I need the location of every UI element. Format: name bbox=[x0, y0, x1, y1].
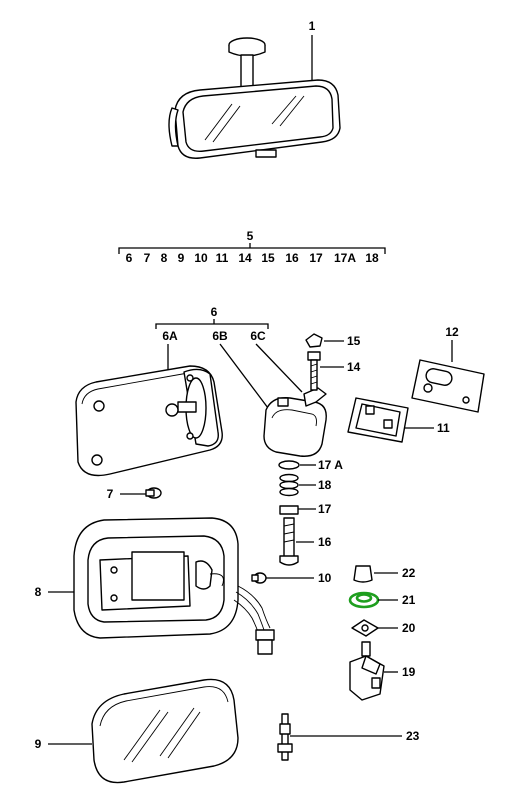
spring bbox=[279, 473, 299, 497]
screw-7 bbox=[145, 487, 162, 499]
callout-7: 7 bbox=[107, 487, 114, 501]
knob-cap bbox=[353, 565, 373, 583]
mirror-glass bbox=[91, 678, 239, 784]
callout-19: 19 bbox=[402, 665, 416, 679]
switch-bezel bbox=[347, 397, 409, 443]
callout-6c: 6C bbox=[250, 329, 266, 343]
group5-item: 9 bbox=[178, 251, 185, 265]
callout-16: 16 bbox=[318, 535, 332, 549]
mirror-housing-motor bbox=[73, 517, 239, 639]
group5-item: 10 bbox=[194, 251, 208, 265]
group5-item: 8 bbox=[161, 251, 168, 265]
nut-17 bbox=[279, 505, 299, 515]
callout-14: 14 bbox=[347, 360, 361, 374]
callout-23: 23 bbox=[406, 729, 420, 743]
retaining-ring bbox=[348, 591, 380, 609]
group5-item: 6 bbox=[126, 251, 133, 265]
callout-10: 10 bbox=[318, 571, 332, 585]
mirror-base bbox=[263, 397, 327, 457]
group5-item: 15 bbox=[261, 251, 275, 265]
callout-21: 21 bbox=[402, 593, 416, 607]
callout-5: 5 bbox=[247, 229, 254, 243]
group5-item: 14 bbox=[238, 251, 252, 265]
screw bbox=[279, 517, 299, 566]
callout-22: 22 bbox=[402, 566, 416, 580]
callout-20: 20 bbox=[402, 621, 416, 635]
callout-17: 17 bbox=[318, 502, 332, 516]
group5-item-list: 6 7 8 9 10 11 14 15 16 17 17A 18 bbox=[126, 251, 379, 265]
exterior-mirror-housing bbox=[75, 365, 223, 477]
group5-item: 7 bbox=[144, 251, 151, 265]
callout-6a: 6A bbox=[162, 329, 178, 343]
group5-item: 17 bbox=[309, 251, 323, 265]
callout-17a: 17 A bbox=[318, 458, 343, 472]
group5-item: 11 bbox=[216, 251, 229, 265]
callout-15: 15 bbox=[347, 334, 361, 348]
wiring-harness bbox=[233, 585, 275, 655]
callout-8: 8 bbox=[35, 585, 42, 599]
washer bbox=[278, 460, 300, 470]
callout-1: 1 bbox=[309, 19, 316, 33]
callout-6b: 6B bbox=[212, 329, 228, 343]
callout-6: 6 bbox=[211, 305, 218, 319]
callout-12: 12 bbox=[445, 325, 459, 339]
nut bbox=[305, 333, 323, 348]
group5-item: 17A bbox=[334, 251, 356, 265]
group5-item: 16 bbox=[285, 251, 299, 265]
adjustment-switch bbox=[349, 641, 385, 701]
bolt bbox=[307, 351, 321, 391]
rearview-mirror bbox=[168, 37, 341, 159]
callout-9: 9 bbox=[35, 737, 42, 751]
callout-18: 18 bbox=[318, 478, 332, 492]
callout-11: 11 bbox=[437, 421, 450, 435]
group5-item: 18 bbox=[365, 251, 379, 265]
square-nut bbox=[351, 619, 379, 637]
screw-10 bbox=[251, 572, 267, 584]
switch-cover-plate bbox=[411, 359, 485, 413]
terminal-pin bbox=[277, 713, 293, 761]
